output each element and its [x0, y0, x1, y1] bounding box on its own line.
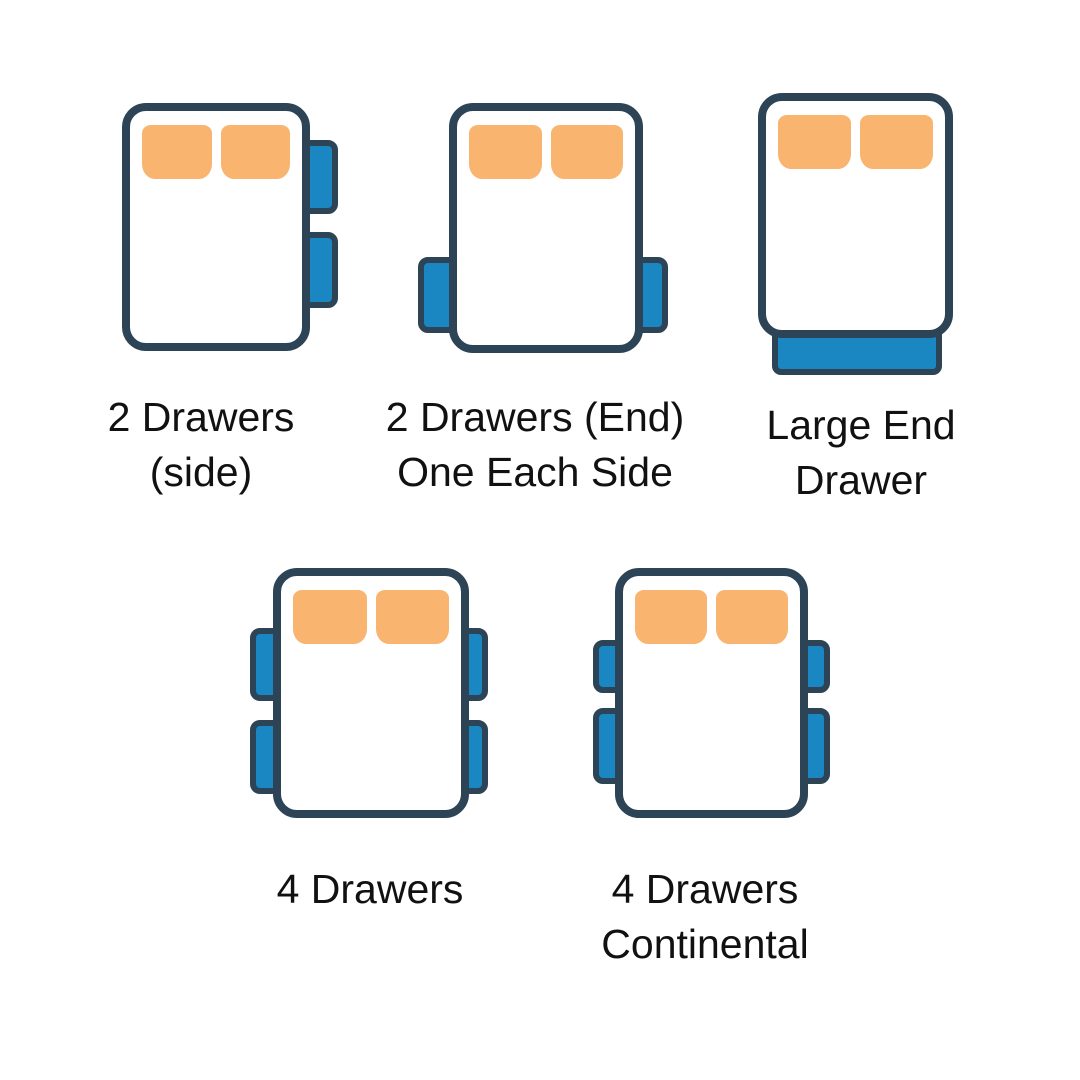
pillow-left-icon: [778, 115, 851, 169]
bed-icon: [122, 103, 310, 351]
pillow-row: [778, 115, 933, 169]
pillow-right-icon: [220, 125, 290, 179]
pillow-left-icon: [293, 590, 367, 644]
bed-icon: [758, 93, 953, 338]
figure-label-line: 4 Drawers: [611, 866, 799, 912]
bed-icon: [273, 568, 469, 818]
figure-label-line: 4 Drawers: [276, 866, 464, 912]
figure-label: 4 Drawers: [200, 862, 540, 917]
pillow-right-icon: [375, 590, 449, 644]
figure-label: 4 Drawers Continental: [535, 862, 875, 972]
pillow-row: [142, 125, 290, 179]
figure-label-line: Large End: [766, 402, 956, 448]
figure-label-line: Drawer: [794, 457, 928, 503]
figure-label-line: (side): [149, 449, 253, 495]
figure-label-line: One Each Side: [397, 449, 673, 495]
bed-icon: [615, 568, 808, 818]
figure-label: Large End Drawer: [691, 398, 1031, 508]
figure-label: 2 Drawers (side): [31, 390, 371, 500]
bed-icon: [449, 103, 643, 353]
pillow-right-icon: [716, 590, 788, 644]
pillow-row: [293, 590, 449, 644]
pillow-row: [635, 590, 788, 644]
figure-label-line: 2 Drawers (End): [385, 394, 685, 440]
pillow-left-icon: [635, 590, 707, 644]
figure-label-line: 2 Drawers: [107, 394, 295, 440]
pillow-left-icon: [469, 125, 542, 179]
pillow-left-icon: [142, 125, 212, 179]
pillow-right-icon: [550, 125, 623, 179]
figure-label-line: Continental: [601, 921, 809, 967]
pillow-right-icon: [860, 115, 933, 169]
figure-label: 2 Drawers (End) One Each Side: [365, 390, 705, 500]
pillow-row: [469, 125, 623, 179]
